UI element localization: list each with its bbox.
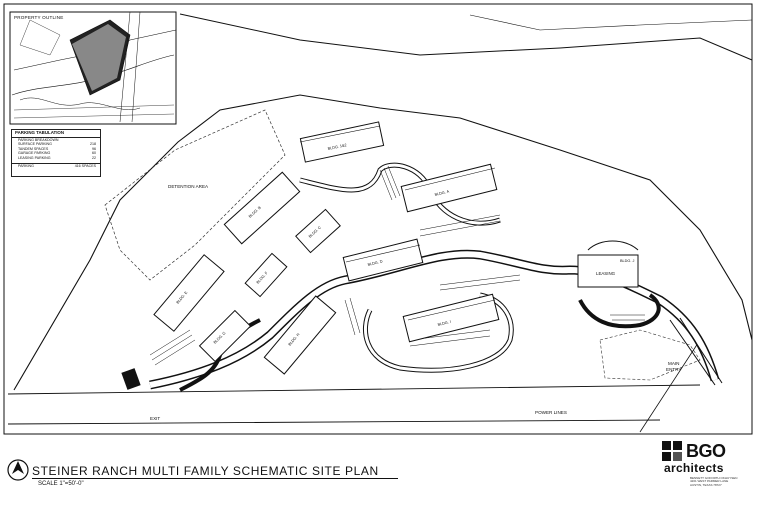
leasing-label: LEASING bbox=[596, 271, 616, 276]
road-edge bbox=[639, 339, 701, 433]
entry-lane-1 bbox=[669, 319, 716, 386]
building-c bbox=[295, 208, 341, 254]
detention-area-outline bbox=[104, 109, 286, 281]
detention-area-label: DETENTION AREA bbox=[168, 184, 209, 189]
parking-total-value: 416 SPACES bbox=[74, 163, 96, 168]
parking-row: SURFACE PARKING 218 bbox=[12, 142, 100, 147]
parking-subtitle-row: PARKING BREAKDOWN bbox=[12, 138, 100, 143]
leasing-canopy bbox=[587, 240, 639, 251]
logo-fine-line: BENNETT GOFORTH OKHUYSEN bbox=[690, 476, 738, 480]
drive-leasing-loop bbox=[578, 293, 661, 329]
title-underline bbox=[32, 478, 398, 479]
main-entry-label-1: MAIN bbox=[668, 361, 679, 366]
parking-tabulation-title: PARKING TABULATION bbox=[12, 130, 100, 138]
building-label: BLDG. D bbox=[367, 259, 383, 267]
logo-fine-print: BENNETT GOFORTH OKHUYSEN 4201 WEST PARME… bbox=[690, 476, 738, 487]
logo-fine-line: AUSTIN, TEXAS 78727 bbox=[690, 482, 722, 487]
parking-row: TANDEM SPACES 96 bbox=[12, 147, 100, 152]
sheet-title: STEINER RANCH MULTI FAMILY SCHEMATIC SIT… bbox=[32, 464, 379, 478]
parking-subtitle: PARKING BREAKDOWN bbox=[18, 137, 59, 142]
drive-north-fill bbox=[299, 163, 501, 225]
contour-line bbox=[469, 14, 753, 31]
building-a bbox=[400, 163, 498, 213]
north-property-line bbox=[179, 13, 753, 61]
building-label: BLDG. I bbox=[437, 320, 451, 327]
logo-name: BGO bbox=[686, 441, 726, 461]
parking-stalls bbox=[149, 165, 645, 366]
building-d bbox=[342, 238, 424, 282]
site-boundary bbox=[13, 94, 753, 391]
main-drive bbox=[149, 251, 718, 388]
parking-row-value: 96 bbox=[92, 146, 96, 151]
building-label: BLDG. A bbox=[434, 189, 450, 197]
sheet-border bbox=[3, 3, 753, 435]
parking-total-label: PARKING bbox=[18, 163, 34, 168]
main-entry-label-2: ENTRY bbox=[666, 367, 682, 372]
parking-row-label: SURFACE PARKING bbox=[18, 142, 52, 147]
exit-label: EXIT bbox=[150, 416, 160, 421]
logo-fine-line: 4201 WEST PARMER LANE bbox=[690, 479, 729, 484]
parking-row-value: 60 bbox=[92, 151, 96, 156]
logo-subtitle: architects bbox=[664, 461, 724, 475]
parking-row: GARAGE PARKING 60 bbox=[12, 151, 100, 156]
north-arrow-icon bbox=[7, 459, 29, 481]
parking-total-row: PARKING 416 SPACES bbox=[12, 162, 100, 169]
building-f bbox=[244, 252, 288, 298]
building-label: BLDG. J bbox=[620, 259, 634, 263]
buildings bbox=[153, 121, 639, 375]
parking-tabulation: PARKING TABULATION PARKING BREAKDOWN SUR… bbox=[11, 129, 101, 177]
parking-row: LEASING PARKING 22 bbox=[12, 156, 100, 161]
leasing-building bbox=[577, 254, 639, 288]
building-b bbox=[223, 171, 301, 245]
power-lines-label: POWER LINES bbox=[535, 410, 567, 415]
power-line-easement-south bbox=[7, 419, 661, 425]
parking-row-value: 22 bbox=[92, 155, 96, 160]
inset-map-title: PROPERTY OUTLINE bbox=[14, 15, 64, 20]
firm-logo: BGO architects BENNETT GOFORTH OKHUYSEN … bbox=[662, 441, 740, 489]
entry-lane-2 bbox=[679, 317, 723, 384]
parking-row-value: 218 bbox=[90, 142, 96, 147]
power-line-easement-north bbox=[7, 384, 701, 395]
building-h bbox=[263, 295, 337, 375]
building-label: BLDG. 1&2 bbox=[327, 143, 347, 151]
building-g bbox=[198, 309, 252, 363]
logo-blocks-icon bbox=[662, 441, 682, 461]
parking-row-label: GARAGE PARKING bbox=[18, 151, 51, 156]
building-i bbox=[402, 293, 500, 343]
sheet-scale: SCALE 1"=50'-0" bbox=[38, 481, 84, 487]
parking-row-label: TANDEM SPACES bbox=[18, 146, 49, 151]
exit-dumpster-pad bbox=[121, 368, 141, 390]
building-1-2 bbox=[299, 121, 385, 163]
building-e bbox=[153, 254, 225, 332]
inset-map bbox=[9, 11, 177, 125]
entry-zone-outline bbox=[599, 329, 701, 381]
drive-loop-south-fill bbox=[363, 293, 513, 372]
parking-row-label: LEASING PARKING bbox=[18, 155, 51, 160]
building-details bbox=[299, 125, 496, 321]
